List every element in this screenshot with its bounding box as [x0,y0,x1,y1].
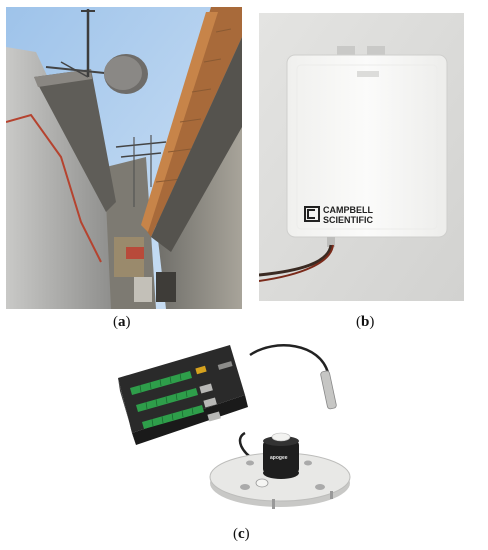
caption-b: (b) [356,314,375,330]
panel-b-photo: CAMPBELL SCIENTIFIC [259,13,464,301]
pyranometer: apogee [209,432,351,509]
data-logger [118,345,248,445]
instruments-photo: apogee [118,344,351,509]
campbell-scientific-logo: CAMPBELL SCIENTIFIC [304,205,374,225]
caption-c: (c) [233,526,250,542]
logo-text-line1: CAMPBELL [323,205,373,215]
panel-a-photo [6,7,242,309]
caption-a: (a) [113,314,131,330]
panel-c-photo: apogee [100,333,390,523]
pyranometer-brand-label: apogee [270,455,288,461]
logger-enclosure-photo: CAMPBELL SCIENTIFIC [259,13,464,301]
logo-text-line2: SCIENTIFIC [323,215,374,225]
temperature-probe [320,370,337,410]
alley-rooftop-photo [6,7,242,309]
